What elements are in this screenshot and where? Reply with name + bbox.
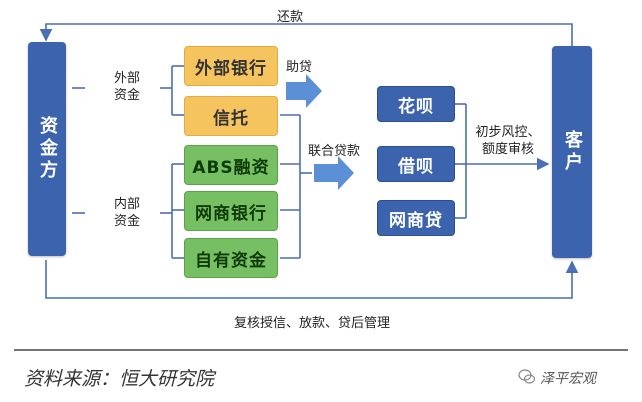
repay-label: 还款 [277, 10, 304, 25]
box-external-bank: 外部银行 [184, 46, 278, 86]
external-label-line1: 外部 [113, 71, 140, 86]
joint-loan-label: 联合贷款 [308, 144, 361, 159]
box-jiebei: 借呗 [377, 146, 455, 182]
assist-loan-label: 助贷 [286, 60, 313, 75]
source-note: 资料来源：恒大研究院 [24, 368, 215, 390]
risk-label-line2: 额度审核 [481, 142, 534, 157]
box-huabei: 花呗 [377, 86, 455, 122]
assist-arrow [286, 74, 322, 108]
wechat-icon [518, 368, 536, 386]
customer-bar: 客户 [552, 46, 592, 258]
risk-control-label: 初步风控、 额度审核 [466, 124, 550, 158]
box-abs-financing: ABS融资 [184, 145, 278, 185]
joint-arrow [314, 156, 354, 190]
box-mybank: 网商银行 [184, 191, 278, 231]
external-label-line2: 资金 [113, 88, 140, 103]
risk-label-line1: 初步风控、 [475, 125, 541, 140]
review-label: 复核授信、放款、贷后管理 [234, 316, 391, 331]
box-trust: 信托 [184, 96, 278, 136]
external-funds-label: 外部 资金 [98, 70, 156, 104]
watermark-brand: 泽平宏观 [540, 371, 596, 387]
review-line [45, 260, 579, 299]
box-own-funds: 自有资金 [184, 238, 278, 278]
internal-funds-label: 内部 资金 [98, 196, 156, 230]
internal-label-line2: 资金 [113, 214, 140, 229]
internal-label-line1: 内部 [113, 197, 140, 212]
box-wangshangdai: 网商贷 [377, 200, 455, 236]
repay-line [39, 23, 573, 49]
funder-bar: 资金方 [28, 42, 66, 256]
